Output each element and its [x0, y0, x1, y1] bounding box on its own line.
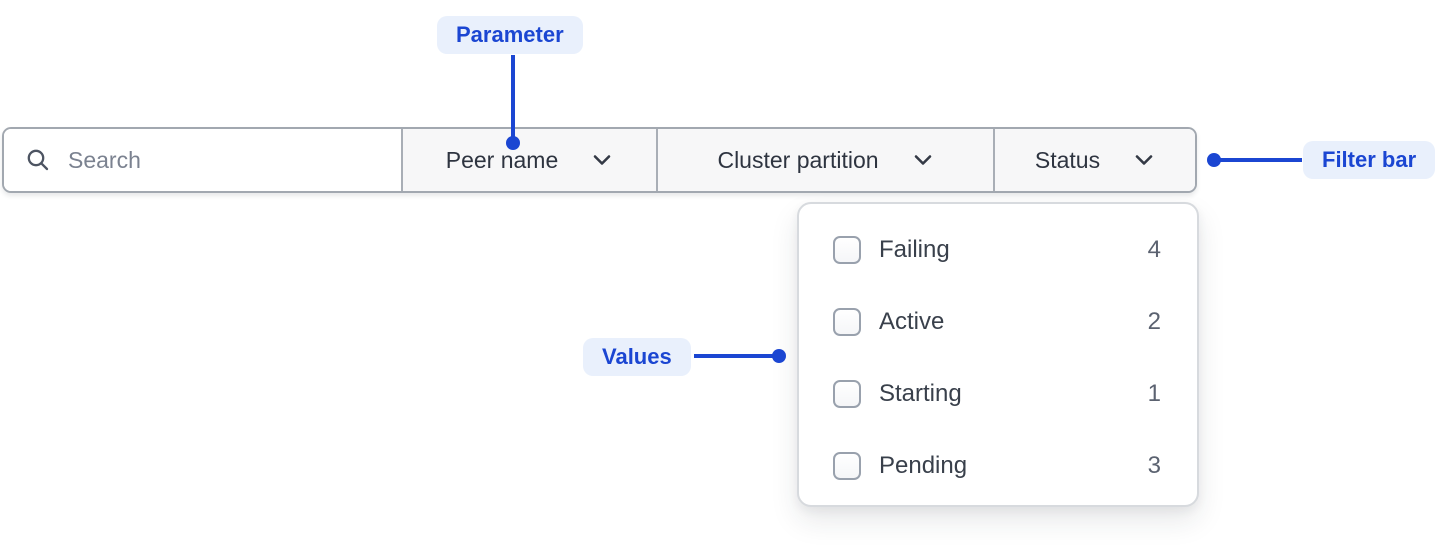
option-count: 2: [1147, 308, 1161, 335]
option-label: Failing: [879, 236, 950, 263]
chevron-down-icon: [593, 155, 611, 165]
option-count: 4: [1147, 236, 1161, 263]
annotation-values-dot: [772, 349, 786, 363]
search-segment[interactable]: [4, 129, 401, 191]
search-icon: [27, 149, 49, 171]
annotation-filter-bar-connector: [1214, 158, 1302, 162]
menu-option-starting[interactable]: Starting 1: [833, 358, 1161, 430]
annotation-parameter-dot: [506, 136, 520, 150]
annotation-parameter-label: Parameter: [437, 16, 583, 54]
checkbox[interactable]: [833, 452, 861, 480]
option-label: Active: [879, 308, 945, 335]
annotation-filter-bar-dot: [1207, 153, 1221, 167]
filter-dropdown-label: Peer name: [445, 146, 559, 173]
option-count: 1: [1147, 380, 1161, 407]
checkbox[interactable]: [833, 236, 861, 264]
chevron-down-icon: [1135, 155, 1153, 165]
option-label: Starting: [879, 380, 962, 407]
option-label: Pending: [879, 452, 968, 479]
annotation-filter-bar-label: Filter bar: [1303, 141, 1436, 179]
menu-option-pending[interactable]: Pending 3: [833, 430, 1161, 502]
filter-dropdown-label: Cluster partition: [717, 146, 879, 173]
annotation-values-label: Values: [583, 338, 691, 376]
menu-option-active[interactable]: Active 2: [833, 286, 1161, 358]
search-input[interactable]: [68, 146, 401, 174]
chevron-down-icon: [914, 155, 931, 165]
checkbox[interactable]: [833, 308, 861, 336]
filter-dropdown-status[interactable]: Status: [993, 129, 1195, 191]
checkbox[interactable]: [833, 380, 861, 408]
filter-dropdown-cluster-partition[interactable]: Cluster partition: [656, 129, 993, 191]
filter-dropdown-peer-name[interactable]: Peer name: [401, 129, 656, 191]
annotation-values-connector: [694, 354, 778, 358]
annotation-parameter-connector: [511, 55, 515, 143]
menu-option-failing[interactable]: Failing 4: [833, 214, 1161, 286]
status-dropdown-menu: Failing 4 Active 2 Starting 1 Pending 3: [797, 202, 1199, 507]
filter-dropdown-label: Status: [1034, 146, 1101, 173]
filter-bar: Peer name Cluster partition Status: [2, 127, 1197, 193]
option-count: 3: [1147, 452, 1161, 479]
